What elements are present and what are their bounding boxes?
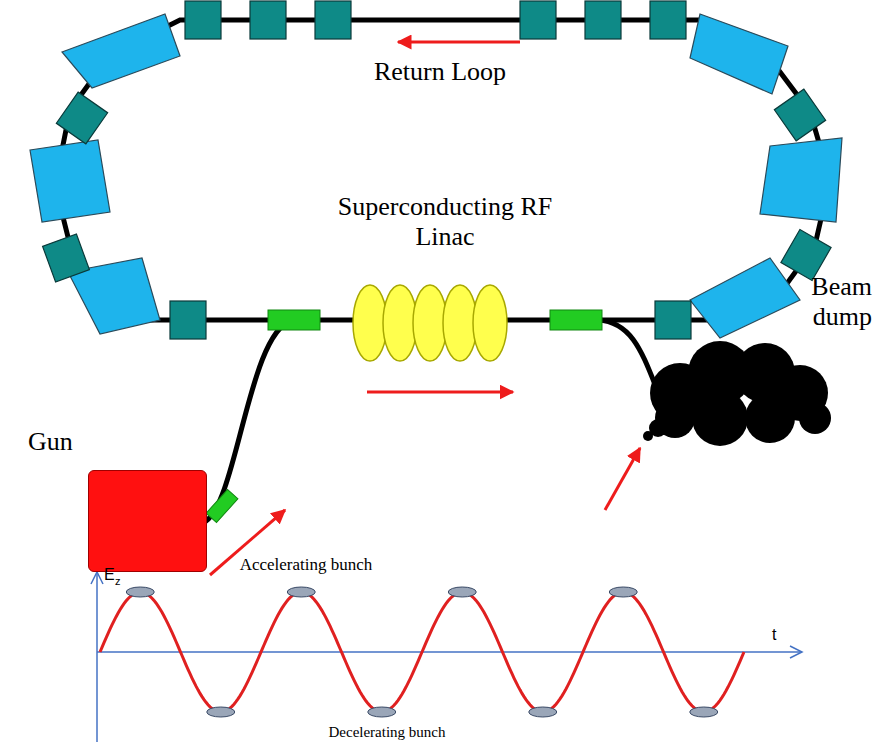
rf-field-curve — [100, 592, 744, 712]
electron-bunch — [287, 587, 315, 597]
quadrupole-magnet — [43, 234, 90, 282]
y-axis-head — [91, 572, 103, 584]
cavity-cell — [383, 285, 417, 361]
x-axis-head — [790, 646, 802, 658]
dipole-magnet — [690, 258, 800, 338]
bunch-label: Decelerating bunch — [328, 724, 445, 741]
electron-bunch — [609, 587, 637, 597]
cloud-puff — [799, 402, 831, 434]
cloud-puff — [745, 393, 795, 443]
extraction-line — [598, 320, 658, 392]
dipole-magnet — [62, 14, 180, 88]
cloud-puff — [643, 431, 653, 441]
electron-bunch — [207, 707, 235, 717]
axis-label: E — [104, 566, 115, 584]
gun-box: Gun — [20, 425, 210, 575]
injection-line — [205, 320, 292, 522]
cavity-cell — [353, 285, 387, 361]
x-axis — [97, 651, 802, 653]
dipole-magnet — [690, 14, 788, 94]
cavity-cells — [353, 285, 507, 361]
y-axis — [96, 574, 98, 742]
bunches — [126, 587, 718, 717]
beam-direction-arrow — [605, 448, 640, 510]
cavity-cell — [443, 285, 477, 361]
electron-bunch — [690, 707, 718, 717]
quadrupole-magnet — [650, 1, 686, 39]
beam-direction-arrow — [367, 391, 513, 394]
quadrupole-magnet — [655, 301, 691, 339]
electron-bunch — [126, 587, 154, 597]
beam-direction-arrow — [398, 41, 520, 44]
quadrupole-magnet — [170, 301, 206, 339]
quadrupole-magnet — [56, 92, 107, 144]
quadrupole-magnet — [774, 89, 825, 141]
dump-cloud — [643, 341, 831, 446]
bunch-label: Accelerating bunch — [240, 556, 373, 575]
merger-magnet — [550, 310, 602, 330]
beam-dump: Beam dump — [640, 268, 876, 448]
electron-bunch — [529, 707, 557, 717]
dipole-magnet — [30, 140, 110, 222]
gun-body — [88, 470, 207, 572]
quadrupole-magnet — [315, 1, 351, 39]
section-label: Return Loop — [374, 58, 506, 87]
node-title: Gun — [20, 425, 148, 457]
electron-bunch — [368, 707, 396, 717]
axis-subscript: z — [115, 575, 121, 587]
cavity-cell — [473, 285, 507, 361]
cloud-puff — [692, 390, 748, 446]
quadrupole-magnet — [520, 1, 556, 39]
dipole-magnet — [760, 138, 842, 222]
quadrupole-magnet — [585, 1, 621, 39]
axis-label: t — [772, 626, 776, 644]
node-title: Superconducting RF Linac — [320, 180, 570, 252]
quadrupole-magnet — [185, 1, 221, 39]
quadrupole-magnet — [250, 1, 286, 39]
cavity-cell — [413, 285, 447, 361]
node-title: Beam dump — [777, 268, 876, 332]
gun-solenoid — [206, 489, 238, 522]
electron-bunch — [448, 587, 476, 597]
linac-cavities: Superconducting RF Linac — [285, 180, 605, 510]
merger-magnet — [268, 310, 320, 330]
